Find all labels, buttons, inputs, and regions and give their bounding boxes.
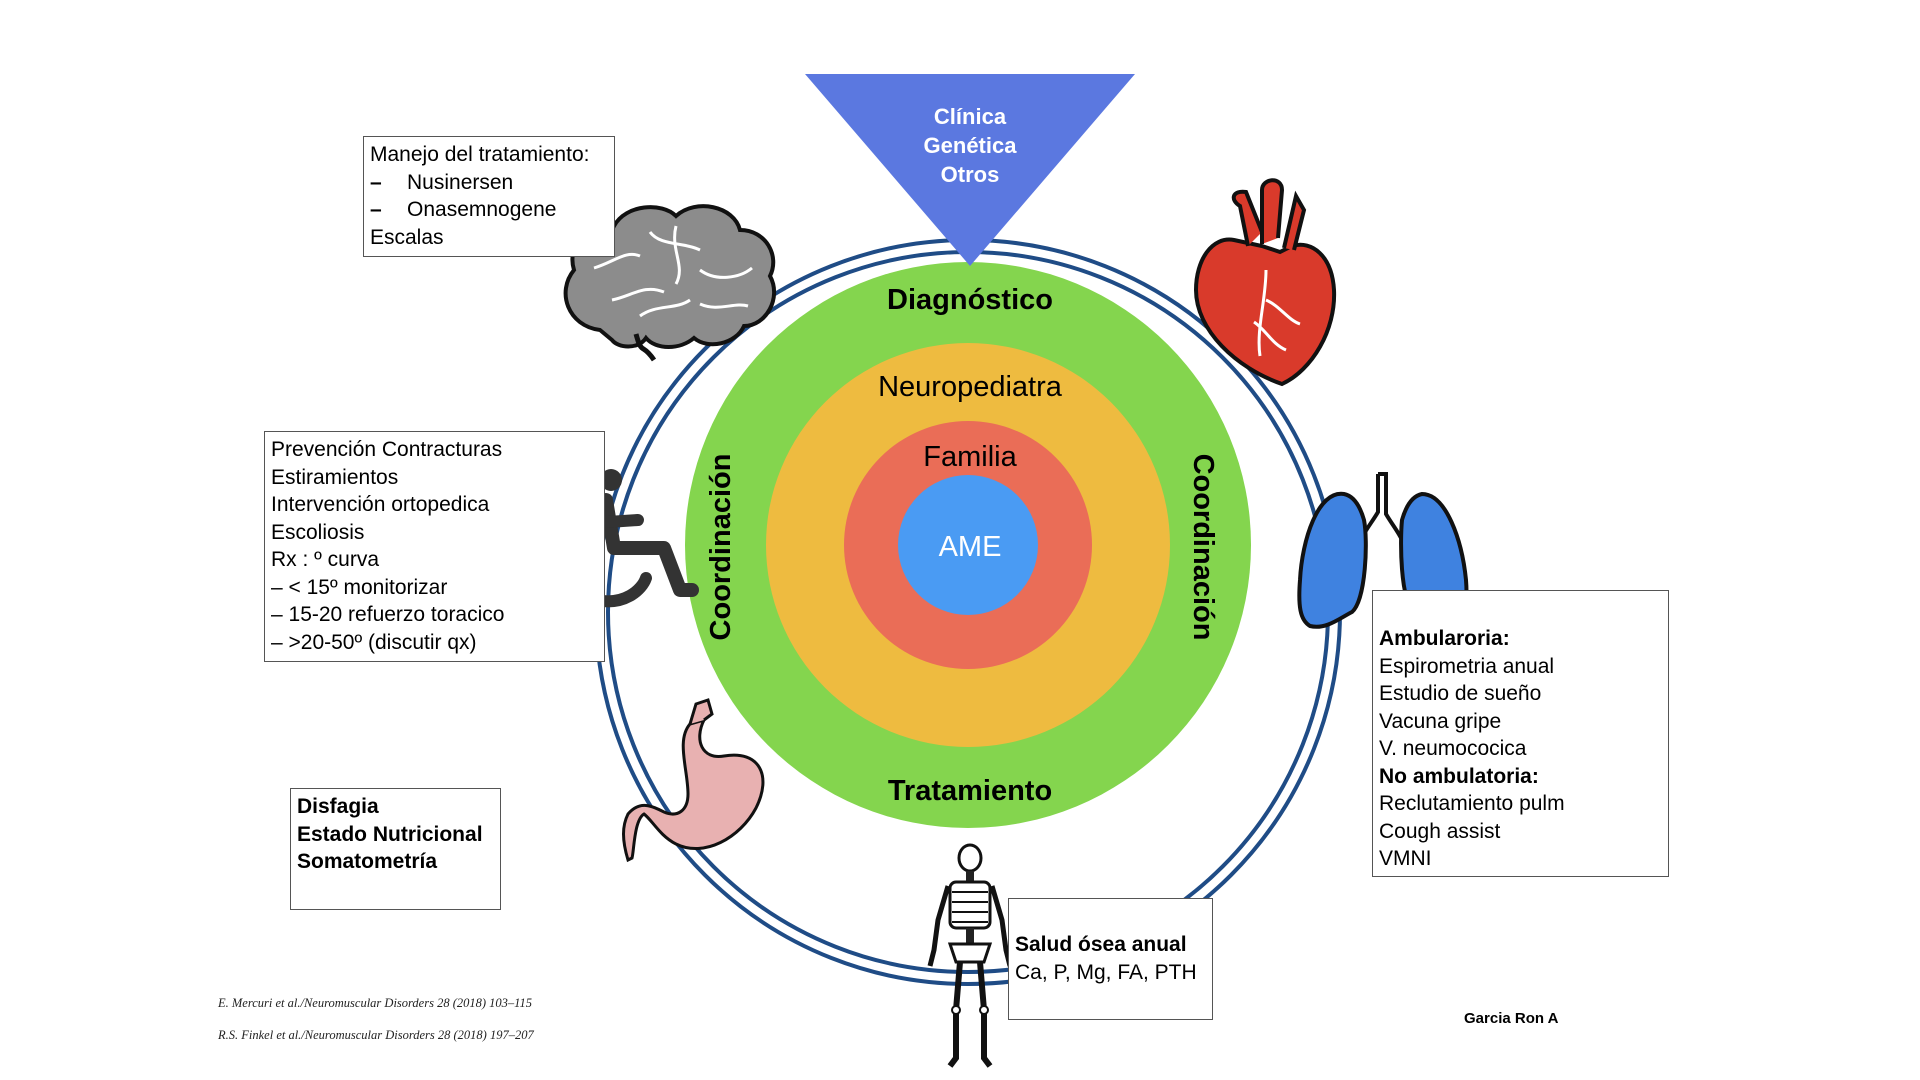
- treatment-item-1: –Nusinersen: [370, 170, 514, 194]
- nutrition-box: Disfagia Estado Nutricional Somatometría: [290, 788, 501, 910]
- respiratory-heading-2: No ambulatoria:: [1379, 764, 1539, 788]
- orthopedic-line-6: – < 15º monitorizar: [271, 575, 448, 599]
- triangle-line-3: Otros: [941, 162, 1000, 187]
- heart-icon: [1193, 178, 1337, 387]
- skeleton-icon: [927, 843, 1013, 1068]
- respiratory-item-7: VMNI: [1379, 847, 1432, 870]
- respiratory-item-2: Estudio de sueño: [1379, 682, 1542, 705]
- orthopedic-line-4: Escoliosis: [271, 520, 365, 544]
- author-credit: Garcia Ron A: [1464, 1010, 1559, 1027]
- triangle-line-2: Genética: [924, 133, 1018, 158]
- orthopedic-line-8: – >20-50º (discutir qx): [271, 630, 477, 654]
- orthopedic-box: Prevención Contracturas Estiramientos In…: [264, 431, 605, 662]
- orthopedic-line-2: Estiramientos: [271, 465, 399, 489]
- nutrition-line-1: Disfagia: [297, 795, 379, 818]
- respiratory-box: Ambularoria: Espirometria anual Estudio …: [1372, 590, 1669, 877]
- label-coordinacion-left: Coordinación: [705, 454, 737, 641]
- label-diagnostico: Diagnóstico: [887, 284, 1053, 316]
- respiratory-item-3: Vacuna gripe: [1379, 709, 1502, 733]
- bone-box: Salud ósea anual Ca, P, Mg, FA, PTH: [1008, 898, 1213, 1020]
- orthopedic-line-7: – 15-20 refuerzo toracico: [271, 603, 505, 626]
- respiratory-item-4: V. neumococica: [1379, 737, 1527, 760]
- label-coordinacion-right: Coordinación: [1187, 454, 1219, 641]
- bone-title: Salud ósea anual: [1015, 933, 1187, 956]
- nutrition-line-2: Estado Nutricional: [297, 822, 483, 846]
- reference-2: R.S. Finkel et al./Neuromuscular Disorde…: [218, 1028, 534, 1042]
- respiratory-item-1: Espirometria anual: [1379, 654, 1555, 678]
- treatment-title: Manejo del tratamiento:: [370, 143, 590, 166]
- label-neuropediatra: Neuropediatra: [878, 371, 1063, 403]
- label-ame: AME: [939, 531, 1002, 563]
- respiratory-heading-1: Ambularoria:: [1379, 627, 1510, 650]
- triangle-line-1: Clínica: [934, 104, 1007, 129]
- respiratory-item-5: Reclutamiento pulm: [1379, 792, 1565, 815]
- reference-1: E. Mercuri et al./Neuromuscular Disorder…: [218, 996, 532, 1010]
- bone-text: Ca, P, Mg, FA, PTH: [1015, 960, 1197, 984]
- respiratory-item-6: Cough assist: [1379, 819, 1501, 843]
- treatment-item-2: –Onasemnogene: [370, 198, 557, 221]
- orthopedic-line-3: Intervención ortopedica: [271, 493, 490, 516]
- treatment-footer: Escalas: [370, 225, 444, 249]
- treatment-box: Manejo del tratamiento: –Nusinersen –Ona…: [363, 136, 615, 257]
- orthopedic-line-5: Rx : º curva: [271, 548, 380, 571]
- label-tratamiento: Tratamiento: [888, 775, 1052, 807]
- orthopedic-line-1: Prevención Contracturas: [271, 438, 503, 461]
- nutrition-line-3: Somatometría: [297, 850, 438, 873]
- label-familia: Familia: [923, 441, 1017, 473]
- ring-ame: [898, 475, 1038, 615]
- stomach-icon: [622, 698, 765, 863]
- diagnosis-triangle: [805, 74, 1135, 266]
